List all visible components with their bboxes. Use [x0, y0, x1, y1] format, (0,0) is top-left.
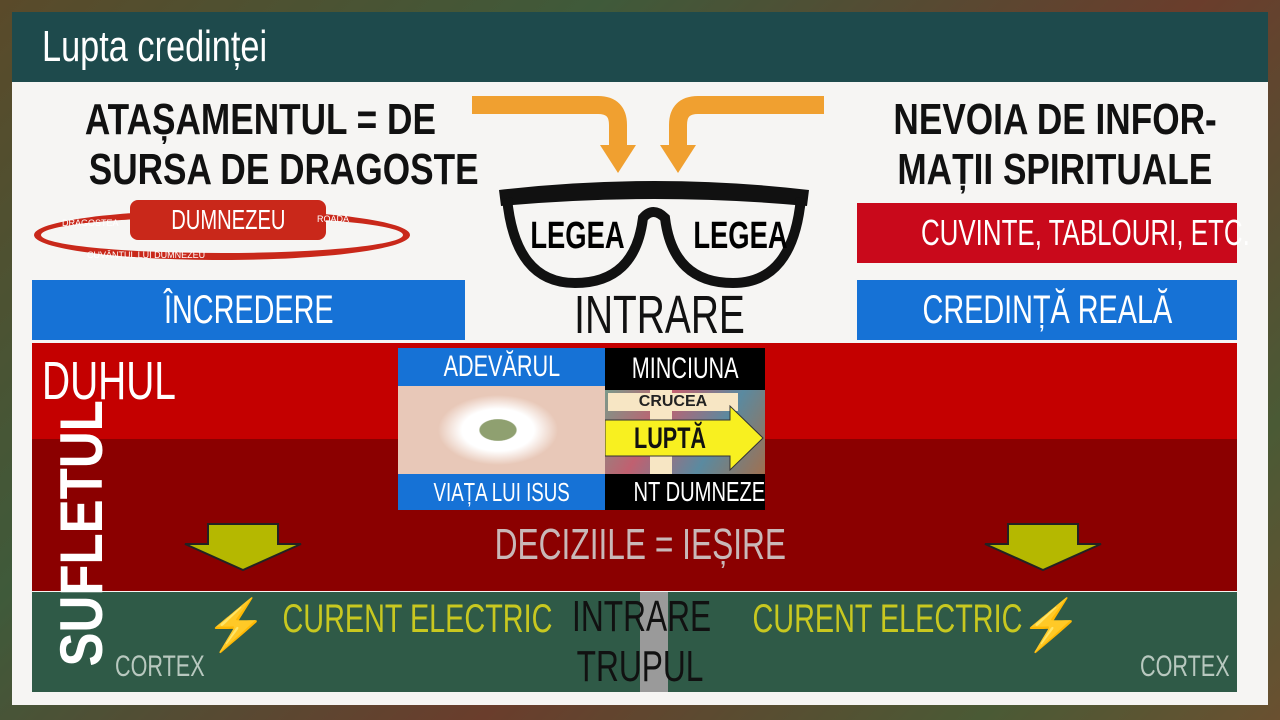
decisions-label: DECIZIILE = IEȘIRE [390, 520, 890, 570]
god-label: DUMNEZEU [170, 204, 286, 235]
current-right: CURENT ELECTRIC [700, 597, 1022, 642]
love-label: DRAGOSTEA [62, 218, 119, 228]
truth-banner: ADEVĂRUL [398, 348, 605, 386]
current-left-text: CURENT ELECTRIC [282, 597, 553, 641]
body-input: INTRARE TRUPUL [545, 592, 735, 692]
cortex-right: CORTEX [1140, 650, 1264, 684]
soul-text: SUFLETUL [48, 400, 115, 667]
love-cycle-diagram: DUMNEZEU DRAGOSTEA ROADĂ CUVÂNTUL LUI DU… [32, 198, 412, 264]
input-label: INTRARE [540, 284, 780, 346]
lens-right-label: LEGEA [693, 215, 788, 257]
words-images-label: CUVINTE, TABLOURI, ETC. [920, 212, 1250, 253]
jesus-life-banner: VIAȚA LUI ISUS [398, 474, 605, 510]
glasses-icon [499, 181, 809, 289]
input-text: INTRARE [574, 285, 746, 345]
body-band [32, 592, 1237, 692]
god-bottom-text: NT DUMNEZEU [633, 476, 765, 507]
lens-left: LEGEA [512, 215, 632, 258]
left-heading-line2: SURSA DE DRAGOSTE [88, 145, 479, 194]
spirit-label: DUHUL [42, 350, 228, 412]
right-heading: NEVOIA DE INFOR- MAȚII SPIRITUALE [850, 95, 1260, 195]
spirit-text: DUHUL [42, 351, 176, 411]
cross-horizontal: CRUCEA [608, 393, 738, 411]
cortex-right-text: CORTEX [1140, 650, 1230, 683]
trust-box: ÎNCREDERE [32, 280, 465, 340]
fight-arrow-icon [605, 404, 764, 472]
word-label: CUVÂNTUL LUI DUMNEZEU [87, 250, 206, 260]
real-faith-box: CREDINȚĂ REALĂ [857, 280, 1237, 340]
orange-arrows-icon [472, 96, 824, 173]
lightning-left-icon: ⚡ [205, 597, 268, 653]
trust-label: ÎNCREDERE [163, 288, 334, 332]
body-label: TRUPUL [576, 642, 704, 691]
fight-text: LUPTĂ [634, 422, 706, 455]
jesus-life-text: VIAȚA LUI ISUS [433, 477, 570, 507]
cross-text: CRUCEA [638, 393, 708, 410]
slide-title: Lupta credinței [42, 22, 268, 71]
current-right-text: CURENT ELECTRIC [752, 597, 1023, 641]
spine-image [640, 592, 668, 692]
lie-text: MINCIUNA [631, 352, 739, 385]
god-box: DUMNEZEU [130, 200, 326, 240]
down-arrow-left-icon [184, 523, 302, 572]
truth-lie-collage: ADEVĂRUL VIAȚA LUI ISUS MINCIUNA NT DUMN… [398, 348, 765, 510]
cortex-left-text: CORTEX [115, 650, 205, 683]
down-arrow-right-icon [984, 523, 1102, 572]
left-heading-line1: ATAȘAMENTUL = DE [84, 95, 436, 144]
cortex-left: CORTEX [115, 650, 239, 684]
fight-label: LUPTĂ [605, 422, 735, 456]
body-input-text: INTRARE [572, 592, 712, 641]
lens-right: LEGEA [675, 215, 795, 258]
current-left: CURENT ELECTRIC [230, 597, 552, 642]
right-heading-line2: MAȚII SPIRITUALE [897, 145, 1213, 194]
right-heading-line1: NEVOIA DE INFOR- [893, 95, 1217, 144]
lie-banner: MINCIUNA [605, 348, 765, 390]
title-bar: Lupta credinței [12, 12, 1268, 82]
god-bottom-banner: NT DUMNEZEU [605, 474, 765, 510]
truth-text: ADEVĂRUL [443, 350, 560, 383]
real-faith-label: CREDINȚĂ REALĂ [922, 288, 1172, 332]
decisions-text: DECIZIILE = IEȘIRE [494, 520, 786, 569]
soul-label: SUFLETUL [48, 400, 115, 690]
words-images-box: CUVINTE, TABLOURI, ETC. [857, 203, 1250, 263]
fruit-label: ROADĂ [317, 214, 350, 224]
lens-left-label: LEGEA [530, 215, 625, 257]
lightning-right-icon: ⚡ [1020, 597, 1083, 653]
left-heading: ATAȘAMENTUL = DE SURSA DE DRAGOSTE [40, 95, 480, 195]
